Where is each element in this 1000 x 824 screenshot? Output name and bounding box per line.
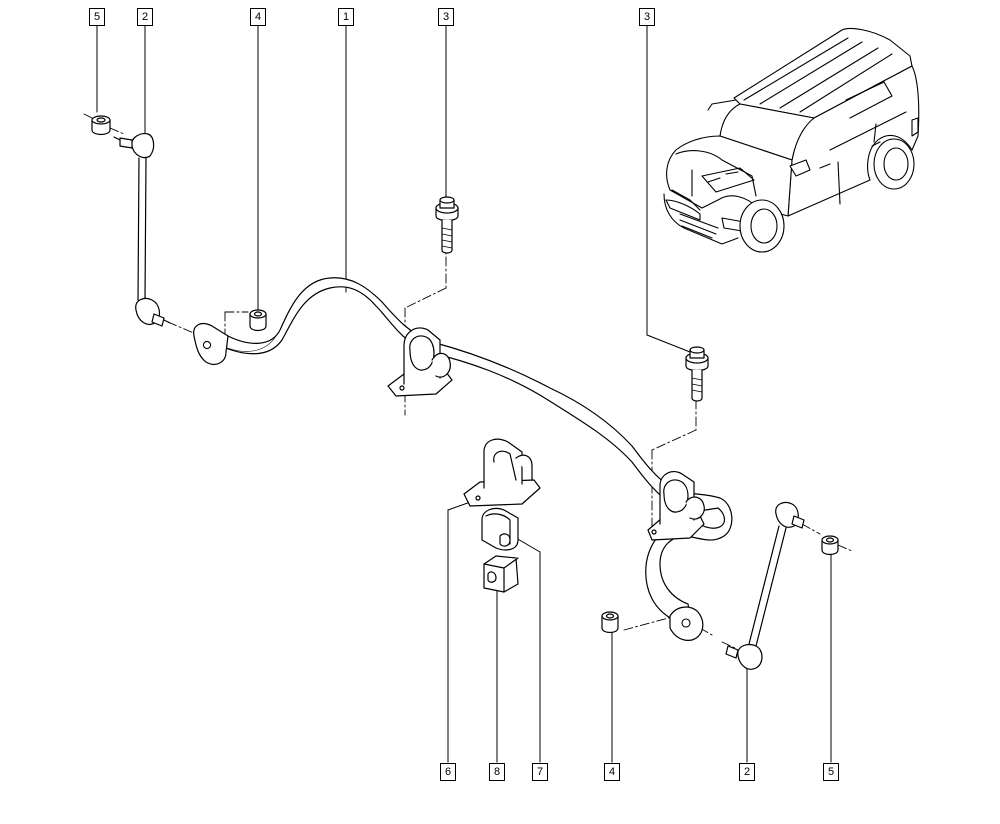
clamp-exploded: [463, 438, 541, 507]
callout-3-top-left: 3: [438, 8, 454, 26]
link-rod-left: [113, 133, 171, 327]
callout-4-bottom: 4: [604, 763, 620, 781]
callout-3-top-right: 3: [639, 8, 655, 26]
callout-8-bottom: 8: [489, 763, 505, 781]
callout-5-top: 5: [89, 8, 105, 26]
bolt-right: [685, 346, 709, 402]
callout-4-top: 4: [250, 8, 266, 26]
anti-roll-bar: [193, 277, 733, 641]
nut-right: [821, 535, 839, 556]
small-nut-left: [249, 309, 267, 332]
leader-lines: [96, 25, 832, 763]
callout-2-bottom: 2: [739, 763, 755, 781]
bushing-exploded-alt: [483, 555, 519, 593]
mounted-clamp-right: [647, 471, 705, 541]
small-nut-right: [601, 611, 619, 634]
callout-5-bottom: 5: [823, 763, 839, 781]
vehicle-illustration: [663, 27, 920, 253]
link-rod-right: [725, 501, 805, 670]
mounted-clamp-left: [387, 327, 453, 397]
callout-1-top: 1: [338, 8, 354, 26]
callout-2-top: 2: [137, 8, 153, 26]
alignment-lines: [83, 113, 853, 649]
nut-top-left: [91, 115, 111, 136]
callout-7-bottom: 7: [532, 763, 548, 781]
bushing-exploded: [481, 507, 519, 551]
callout-6-bottom: 6: [440, 763, 456, 781]
bolt-left: [435, 196, 459, 254]
